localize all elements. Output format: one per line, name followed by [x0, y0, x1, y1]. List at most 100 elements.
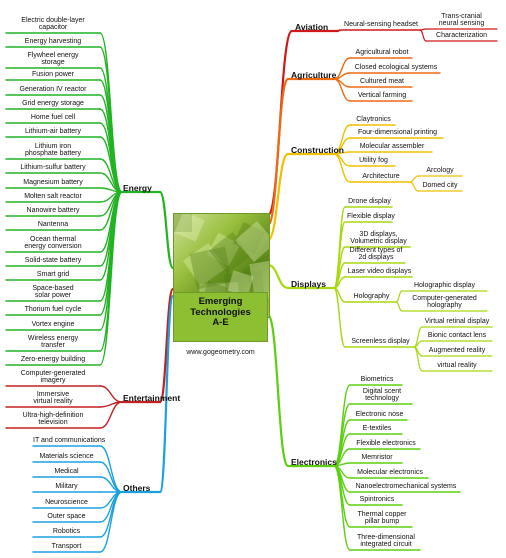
energy-branch-label: Energy	[123, 183, 152, 193]
others-item-transport: Transport	[51, 543, 82, 551]
construction-sub-arcology: Arcology	[426, 167, 454, 175]
construction-sub-connector-arcology	[409, 175, 419, 183]
central-line-2: Technologies	[190, 306, 251, 318]
energy-trunk	[158, 190, 175, 270]
aviation-branch-label: Aviation	[295, 22, 329, 32]
holography-sub-holographic-display: Holographic display	[413, 282, 476, 290]
others-item-materials-science: Materials science	[39, 453, 94, 461]
energy-item-energy-harvesting: Energy harvesting	[24, 38, 82, 46]
holography-sub-connector-computer-generated-holography	[395, 301, 403, 312]
construction-item-four-dimensional-printing: Four-dimensional printing	[358, 129, 437, 137]
website-label: www.gogeometry.com	[186, 349, 255, 356]
others-trunk	[158, 294, 175, 494]
screenless-sub-augmented-reality: Augmented reality	[428, 347, 486, 355]
electronics-item-nanoelectromechanical-systems: Nanoelectromechanical systems	[355, 483, 457, 491]
agriculture-item-vertical-farming: Vertical farming	[357, 92, 407, 100]
others-item-robotics: Robotics	[52, 528, 81, 536]
electronics-connector-three-dimensional-integrated-circuit	[333, 465, 351, 551]
energy-item-nantenna: Nantenna	[37, 221, 69, 229]
construction-connector-architecture	[333, 153, 351, 183]
entertainment-connector-ultra-high-definition-television	[99, 401, 123, 429]
agriculture-item-closed-ecological-systems: Closed ecological systems	[354, 64, 438, 72]
energy-item-magnesium-battery: Magnesium battery	[23, 179, 83, 187]
others-item-neuroscience: Neuroscience	[45, 499, 88, 507]
central-facet	[189, 246, 233, 290]
energy-item-fusion-power: Fusion power	[31, 71, 75, 79]
agriculture-trunk	[266, 77, 290, 227]
others-item-it-and-communications: IT and communications	[33, 437, 106, 445]
electronics-item-flexible-electronics: Flexible electronics	[356, 440, 416, 448]
construction-branch-label: Construction	[291, 145, 344, 155]
others-item-medical: Medical	[54, 468, 79, 476]
screenless-sub-connector-virtual-reality	[413, 346, 423, 372]
others-branch-label: Others	[123, 483, 151, 493]
entertainment-trunk	[158, 287, 175, 404]
entertainment-branch-label: Entertainment	[123, 393, 181, 403]
screenless-sub-bionic-contact-lens: Bionic contact lens	[427, 332, 487, 340]
electronics-item-memristor: Memristor	[361, 454, 393, 462]
central-line-3: A-E	[212, 317, 229, 328]
displays-item-drone-display: Drone display	[348, 198, 391, 206]
energy-item-grid-energy-storage: Grid energy storage	[22, 100, 84, 108]
displays-trunk	[266, 263, 290, 290]
displays-item-flexible-display: Flexible display	[347, 213, 395, 221]
others-item-military: Military	[55, 483, 78, 491]
energy-item-nanowire-battery: Nanowire battery	[26, 207, 80, 215]
central-facet	[174, 214, 192, 232]
energy-item-vortex-engine: Vortex engine	[31, 321, 75, 329]
agriculture-connector-vertical-farming	[333, 78, 351, 102]
central-topic: Emerging Technologies A-E	[173, 292, 268, 342]
energy-item-generation-iv-reactor: Generation IV reactor	[19, 86, 87, 94]
construction-item-claytronics: Claytronics	[356, 116, 391, 124]
displays-item-laser-video-displays: Laser video displays	[347, 268, 412, 276]
energy-item-zero-energy-building: Zero-energy building	[20, 356, 86, 364]
agriculture-item-agricultural-robot: Agricultural robot	[355, 49, 409, 57]
construction-sub-connector-domed-city	[409, 181, 419, 192]
screenless-sub-virtual-retinal-display: Virtual retinal display	[424, 318, 490, 326]
agriculture-item-cultured-meat: Cultured meat	[360, 78, 404, 86]
aviation-sub-characterization: Characterization	[436, 32, 487, 40]
electronics-branch-label: Electronics	[291, 457, 337, 467]
electronics-item-e-textiles: E-textiles	[362, 425, 392, 433]
energy-item-home-fuel-cell: Home fuel cell	[30, 114, 76, 122]
energy-item-smart-grid: Smart grid	[36, 271, 70, 279]
energy-item-thorium-fuel-cycle: Thorium fuel cycle	[24, 306, 82, 314]
energy-connector-energy-harvesting	[99, 46, 123, 193]
displays-branch-label: Displays	[291, 279, 326, 289]
energy-item-lithium-air-battery: Lithium-air battery	[24, 128, 82, 136]
others-item-outer-space: Outer space	[47, 513, 86, 521]
energy-connector-zero-energy-building	[99, 191, 123, 366]
electronics-item-biometrics: Biometrics	[360, 376, 394, 384]
screenless-sub-connector-bionic-contact-lens	[413, 340, 423, 348]
construction-item-utility-fog: Utility fog	[359, 157, 388, 165]
agriculture-branch-label: Agriculture	[291, 70, 337, 80]
displays-connector-screenless-display	[333, 287, 346, 348]
electronics-connector-biometrics	[333, 384, 351, 467]
construction-item-molecular-assembler: Molecular assembler	[359, 143, 425, 151]
displays-item-holography: Holography	[353, 293, 390, 301]
screenless-sub-virtual-reality: virtual reality	[437, 362, 477, 370]
electronics-item-spintronics: Spintronics	[359, 496, 395, 504]
others-connector-robotics	[99, 491, 123, 538]
energy-item-molten-salt-reactor: Molten salt reactor	[24, 193, 82, 201]
aviation-item-neural-sensing-headset: Neural-sensing headset	[344, 21, 418, 29]
energy-item-lithium-sulfur-battery: Lithium-sulfur battery	[20, 164, 86, 172]
others-connector-transport	[99, 491, 123, 553]
displays-item-screenless-display: Screenless display	[351, 338, 410, 346]
aviation-sub-connector-characterization	[419, 29, 427, 42]
